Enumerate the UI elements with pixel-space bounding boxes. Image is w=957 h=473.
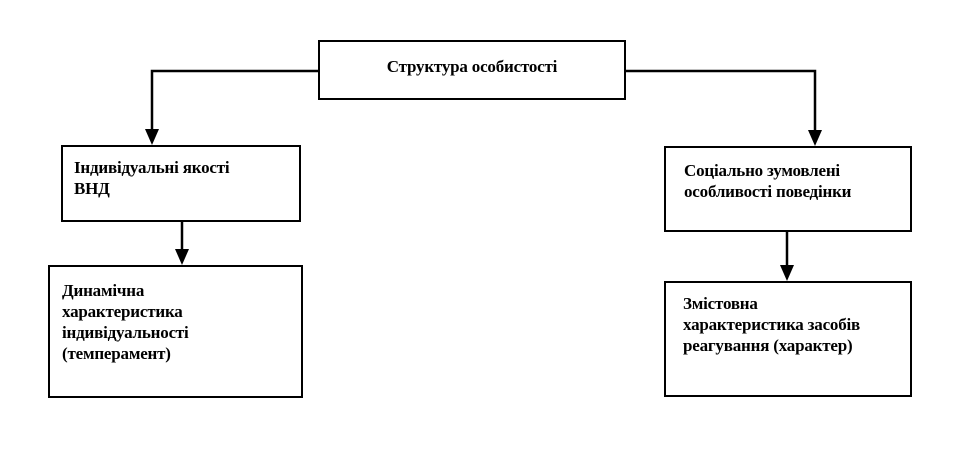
left-level2-box: Динамічна характеристика індивідуальност… <box>48 265 303 398</box>
right-level1-label: Соціально зумовлені особливості поведінк… <box>684 161 852 201</box>
right-level2-label: Змістовна характеристика засобів реагува… <box>683 294 861 355</box>
left-level1-box: Індивідуальні якості ВНД <box>61 145 301 222</box>
connector-root-left <box>150 69 318 130</box>
left-level2-label: Динамічна характеристика індивідуальност… <box>62 281 189 363</box>
right-level1-box: Соціально зумовлені особливості поведінк… <box>664 146 912 232</box>
root-label: Структура особистості <box>386 56 558 76</box>
right-level2-box: Змістовна характеристика засобів реагува… <box>664 281 912 397</box>
root-box: Структура особистості <box>318 40 626 100</box>
left-level1-label: Індивідуальні якості ВНД <box>74 158 230 198</box>
arrow-head-left-2 <box>175 249 189 265</box>
arrow-head-right-2 <box>780 265 794 281</box>
arrow-head-right <box>808 130 822 146</box>
connector-root-right <box>626 69 817 131</box>
arrow-head-left <box>145 129 159 145</box>
